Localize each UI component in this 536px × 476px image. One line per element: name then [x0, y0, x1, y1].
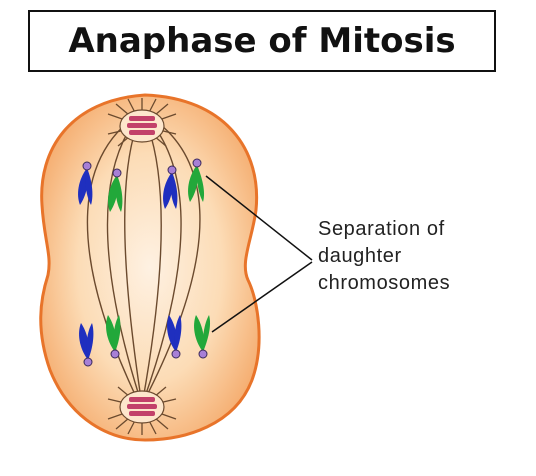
diagram-title: Anaphase of Mitosis [68, 21, 456, 61]
chromosome-green-lower-right [194, 315, 211, 359]
title-box: Anaphase of Mitosis [28, 10, 496, 72]
chromosome-blue-upper-left [78, 161, 93, 205]
chromosome-green-upper-right [188, 158, 205, 202]
upper-chromosomes [78, 158, 205, 212]
label-pointer-lines [205, 175, 313, 333]
separation-label: Separation of daughter chromosomes [318, 216, 450, 297]
chromosome-blue-upper-right [163, 165, 178, 209]
bottom-centrosome [107, 386, 177, 435]
pointer-line-lower [211, 261, 313, 333]
label-line-3: chromosomes [318, 272, 451, 294]
label-line-2: daughter [318, 245, 402, 267]
label-line-1: Separation of [318, 218, 445, 240]
chromosome-green-upper-left [108, 168, 123, 212]
lower-chromosomes [79, 315, 211, 367]
chromosome-green-lower-left [106, 315, 121, 359]
top-centrosome [107, 98, 177, 147]
chromosome-blue-lower-right [167, 315, 182, 359]
pointer-line-upper [205, 175, 313, 261]
chromosome-blue-lower-left [79, 323, 94, 367]
